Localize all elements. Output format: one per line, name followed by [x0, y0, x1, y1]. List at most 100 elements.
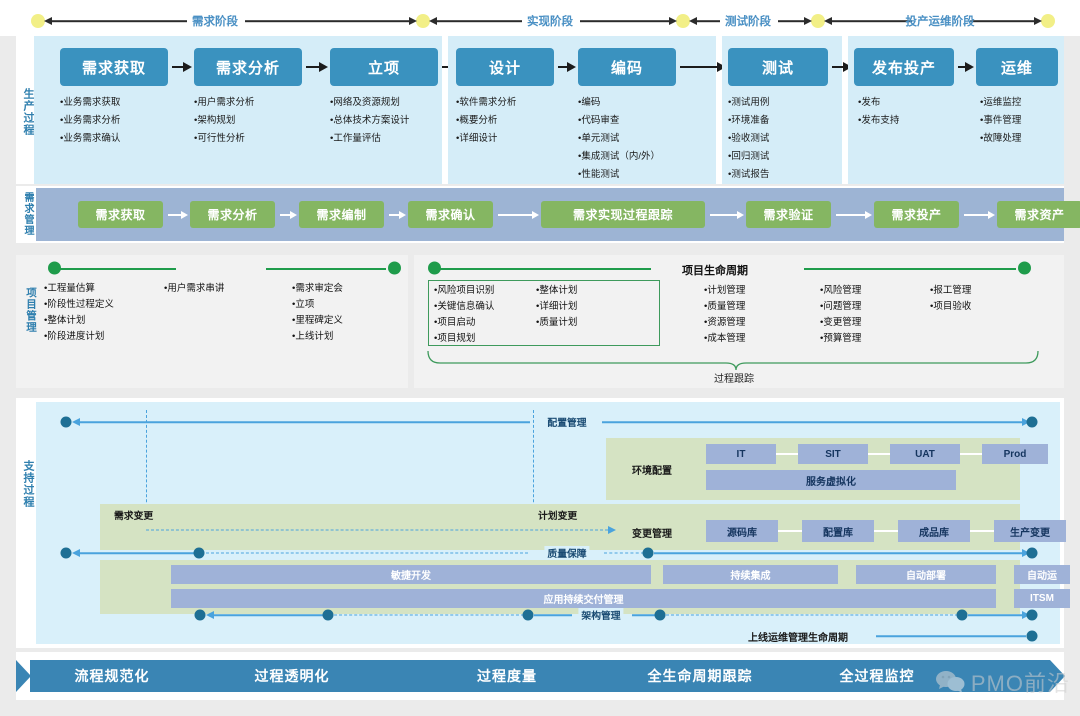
production-step-bullets: •业务需求获取•业务需求分析•业务需求确认: [60, 94, 120, 148]
pm-bullet-item: •风险项目识别: [434, 285, 495, 296]
requirement-step-box[interactable]: 需求获取: [78, 201, 163, 228]
watermark: PMO前沿: [935, 666, 1070, 698]
environment-block[interactable]: Prod: [982, 444, 1048, 464]
change-block[interactable]: 配置库: [802, 520, 874, 542]
production-phase-column: 发布投产•发布•发布支持运维•运维监控•事件管理•故障处理: [848, 36, 1064, 184]
support-vertical-guide: [146, 410, 147, 532]
bullet-item: •代码审查: [578, 115, 620, 126]
pm-free-col-2: •报工管理•项目验收: [930, 283, 971, 315]
change-connector: [970, 530, 994, 532]
bullet-item: •架构规划: [194, 115, 236, 126]
production-process-row: 生产过程 需求获取•业务需求获取•业务需求分析•业务需求确认需求分析•用户需求分…: [16, 36, 1064, 184]
environment-connector: [960, 453, 982, 455]
pipeline-block[interactable]: 自动运: [1014, 565, 1070, 584]
production-step-box[interactable]: 发布投产: [854, 48, 954, 86]
production-step-box[interactable]: 需求获取: [60, 48, 168, 86]
phase-arrow-right: [804, 17, 812, 25]
banner-item-3: 全生命周期跟踪: [647, 668, 753, 684]
support-rail-line: [632, 614, 656, 616]
environment-block[interactable]: UAT: [890, 444, 960, 464]
pm-left-col-2: •需求审定会•立项•里程碑定义•上线计划: [292, 281, 343, 345]
pipeline-block[interactable]: 敏捷开发: [171, 565, 651, 584]
support-rail-line: [654, 552, 1022, 554]
project-management-left-panel: 项目管理 •工程量估算•阶段性过程定义•整体计划•阶段进度计划 •用户需求串讲 …: [16, 255, 408, 388]
environment-block[interactable]: SIT: [798, 444, 868, 464]
banner-right-tip: [1050, 660, 1065, 692]
production-arrow-cross: [832, 66, 843, 68]
project-initiation-box: [428, 280, 660, 346]
project-management-side-label: 项目管理: [25, 287, 37, 333]
bullet-item: •性能测试: [578, 169, 620, 180]
pm-bullet-item: •报工管理: [930, 285, 972, 296]
pm-bullet-item: •里程碑定义: [292, 315, 343, 326]
requirement-step-box[interactable]: 需求资产: [997, 201, 1080, 228]
phase-label-0: 需求阶段: [192, 16, 238, 28]
pm-free-col-0: •计划管理•质量管理•资源管理•成本管理: [704, 283, 745, 347]
pipeline-block[interactable]: 自动部署: [856, 565, 996, 584]
support-rail-line: [534, 614, 572, 616]
requirement-step-box[interactable]: 需求实现过程跟踪: [541, 201, 705, 228]
pm-rail-lifecycle-left: [436, 268, 651, 271]
pm-bullet-item: •资源管理: [704, 317, 746, 328]
support-rail-dot: [642, 547, 654, 559]
change-label-plan: 计划变更: [538, 511, 578, 522]
production-step-box[interactable]: 设计: [456, 48, 554, 86]
change-block[interactable]: 源码库: [706, 520, 778, 542]
requirements-band: 需求获取需求分析需求编制需求确认 需求实现过程跟踪 需求验证 需求投产 需求资产: [36, 188, 1080, 241]
requirement-arrow-head: [181, 210, 188, 219]
support-rail-dot: [1026, 547, 1038, 559]
support-process-side-label: 支持过程: [22, 460, 34, 508]
phase-arrow-right: [1034, 17, 1042, 25]
requirement-step-box[interactable]: 需求投产: [874, 201, 959, 228]
phase-rule: [245, 20, 409, 22]
production-step-box[interactable]: 立项: [330, 48, 438, 86]
support-rail-dot: [193, 547, 205, 559]
requirements-management-side-label: 需求管理: [22, 192, 33, 236]
requirement-arrow: [964, 214, 988, 216]
production-step-bullets: •发布•发布支持: [858, 94, 899, 130]
environment-block[interactable]: IT: [706, 444, 776, 464]
production-arrow-head: [183, 62, 192, 72]
service-virtualization-block[interactable]: 服务虚拟化: [706, 470, 956, 490]
support-vertical-guide: [533, 410, 534, 532]
project-lifecycle-title: 项目生命周期: [682, 265, 748, 277]
support-rail-dot: [322, 609, 334, 621]
pm-dot-right: [388, 261, 401, 275]
requirement-step-box[interactable]: 需求验证: [746, 201, 831, 228]
pipeline-block[interactable]: ITSM: [1014, 589, 1070, 608]
production-step-box[interactable]: 测试: [728, 48, 828, 86]
production-arrow-head: [319, 62, 328, 72]
support-rail-label: 质量保障: [544, 546, 590, 560]
lifecycle-line: [876, 635, 1026, 637]
banner-left-tip: [16, 660, 31, 692]
production-step-box[interactable]: 编码: [578, 48, 676, 86]
phase-marker-dot: [1041, 14, 1055, 28]
bullet-item: •验收测试: [728, 133, 770, 144]
phase-rule: [52, 20, 187, 22]
requirement-arrow: [389, 214, 399, 216]
support-rail-dash: [334, 614, 524, 616]
pm-bullet-item: •质量计划: [536, 317, 578, 328]
change-block[interactable]: 生产变更: [994, 520, 1066, 542]
requirement-step-box[interactable]: 需求编制: [299, 201, 384, 228]
support-rail-line: [968, 614, 1022, 616]
production-step-box[interactable]: 需求分析: [194, 48, 302, 86]
production-step-box[interactable]: 运维: [976, 48, 1058, 86]
pm-bullet-item: •质量管理: [704, 301, 746, 312]
pm-bullet-item: •风险管理: [820, 285, 862, 296]
pm-bullet-item: •变更管理: [820, 317, 862, 328]
change-block[interactable]: 成品库: [898, 520, 970, 542]
support-arrow-left: [72, 549, 80, 557]
pipeline-block[interactable]: 应用持续交付管理: [171, 589, 996, 608]
support-rail-dot: [194, 609, 206, 621]
requirement-arrow-head: [532, 210, 539, 219]
pm-bullet-item: •整体计划: [44, 315, 86, 326]
phase-marker-dot: [416, 14, 430, 28]
requirement-step-box[interactable]: 需求确认: [408, 201, 493, 228]
banner-item-4: 全过程监控: [839, 668, 915, 684]
bullet-item: •发布支持: [858, 115, 900, 126]
pipeline-block[interactable]: 持续集成: [663, 565, 838, 584]
support-rail-line: [214, 614, 324, 616]
production-step-bullets: •用户需求分析•架构规划•可行性分析: [194, 94, 254, 148]
requirement-step-box[interactable]: 需求分析: [190, 201, 275, 228]
